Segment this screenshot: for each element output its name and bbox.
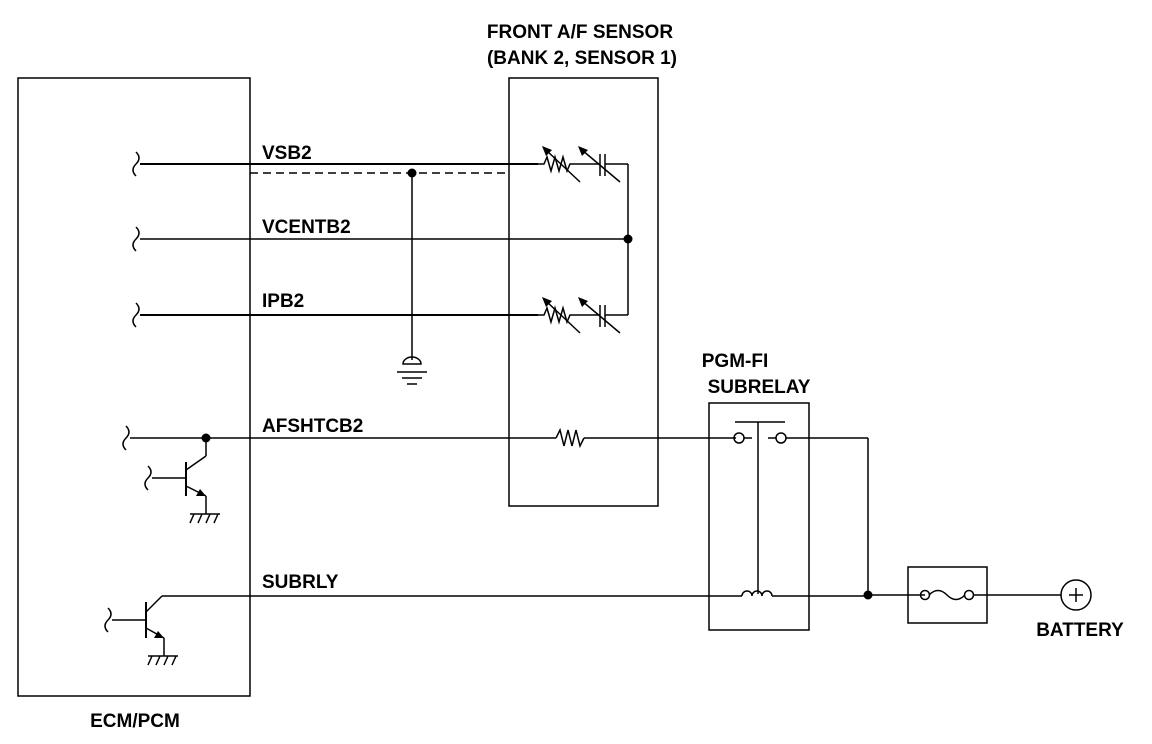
ecm-label: ECM/PCM (90, 711, 180, 732)
wire-subrly (162, 590, 925, 600)
sensor-title-line1: FRONT A/F SENSOR (487, 22, 673, 43)
wire-ipb2 (132, 302, 538, 328)
wire-vsb2 (132, 151, 538, 177)
ground-icon (189, 513, 220, 524)
battery-plus-icon (1060, 579, 1092, 611)
ground-icon (397, 356, 427, 385)
shield-drain (397, 168, 427, 385)
wire-vcentb2 (132, 226, 633, 252)
wire-label-afshtcb2: AFSHTCB2 (262, 416, 363, 437)
ecm-box (17, 77, 251, 697)
sensor-title-line2: (BANK 2, SENSOR 1) (487, 48, 677, 69)
wire-label-ipb2: IPB2 (262, 291, 304, 312)
relay-title-line1: PGM-FI (702, 351, 769, 372)
wire-label-vsb2: VSB2 (262, 143, 312, 164)
relay-contacts-icon (733, 421, 869, 594)
relay-title-line2: SUBRELAY (708, 377, 811, 398)
transistor-icon (144, 438, 220, 524)
fuse-icon (919, 589, 975, 601)
transistor-icon (104, 595, 178, 666)
wire-label-vcentb2: VCENTB2 (262, 217, 351, 238)
wire-label-subrly: SUBRLY (262, 572, 339, 593)
relay-box (708, 402, 810, 631)
ground-icon (147, 655, 178, 666)
sensor-box (508, 77, 659, 507)
battery-label: BATTERY (1036, 620, 1124, 641)
relay-coil-icon (741, 590, 773, 597)
wire-afshtcb2 (122, 425, 736, 451)
sensor-element-lower (538, 297, 628, 334)
sensor-element-upper (538, 146, 628, 183)
heater-resistor-icon (555, 427, 585, 449)
